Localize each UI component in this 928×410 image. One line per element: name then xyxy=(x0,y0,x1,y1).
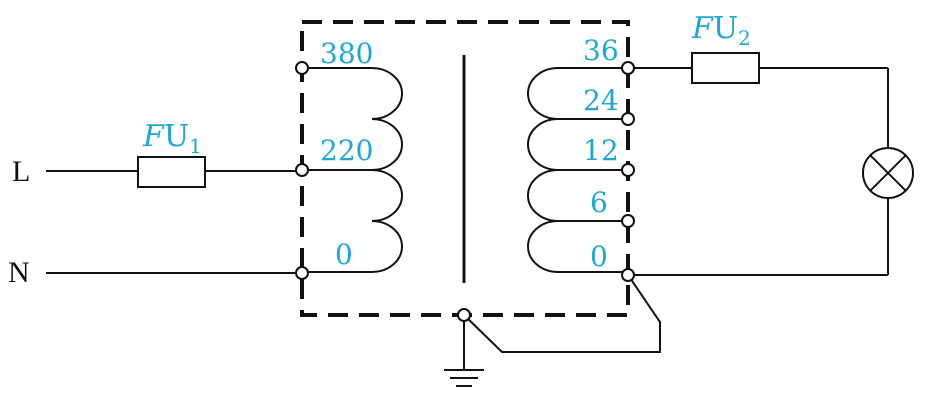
label-fu2-italic: F xyxy=(691,11,714,46)
label-fu1-italic: F xyxy=(142,119,165,154)
terminal-secondary-6 xyxy=(621,214,635,228)
label-secondary-tap-6: 6 xyxy=(590,186,608,219)
label-secondary-tap-36: 36 xyxy=(583,34,619,67)
label-neutral: N xyxy=(8,256,30,289)
label-fu1-sub: 1 xyxy=(189,134,202,158)
label-fu2-sub: 2 xyxy=(738,26,751,50)
fuse-fu1 xyxy=(137,156,206,188)
label-fu2: FU2 xyxy=(691,11,751,50)
label-fu2-main: U xyxy=(713,11,738,46)
label-primary-tap-0: 0 xyxy=(335,238,353,271)
terminal-ground xyxy=(457,308,471,322)
label-secondary-tap-0: 0 xyxy=(590,240,608,273)
terminal-secondary-0 xyxy=(621,268,635,282)
label-secondary-tap-12: 12 xyxy=(583,134,619,167)
terminal-primary-0 xyxy=(295,266,309,280)
secondary-ground-link xyxy=(463,274,661,353)
label-live: L xyxy=(12,155,30,188)
label-secondary-tap-24: 24 xyxy=(583,84,619,117)
label-primary-tap-380: 380 xyxy=(320,37,373,70)
fuse-fu2 xyxy=(691,52,760,84)
terminal-secondary-36 xyxy=(621,61,635,75)
terminal-primary-380 xyxy=(295,61,309,75)
lamp-cross-icon xyxy=(862,147,914,199)
label-fu1-main: U xyxy=(164,119,189,154)
ground-icon xyxy=(444,369,484,387)
terminal-secondary-24 xyxy=(621,112,635,126)
label-fu1: FU1 xyxy=(142,119,202,158)
terminal-primary-220 xyxy=(295,163,309,177)
terminal-secondary-12 xyxy=(621,163,635,177)
label-primary-tap-220: 220 xyxy=(320,134,373,167)
